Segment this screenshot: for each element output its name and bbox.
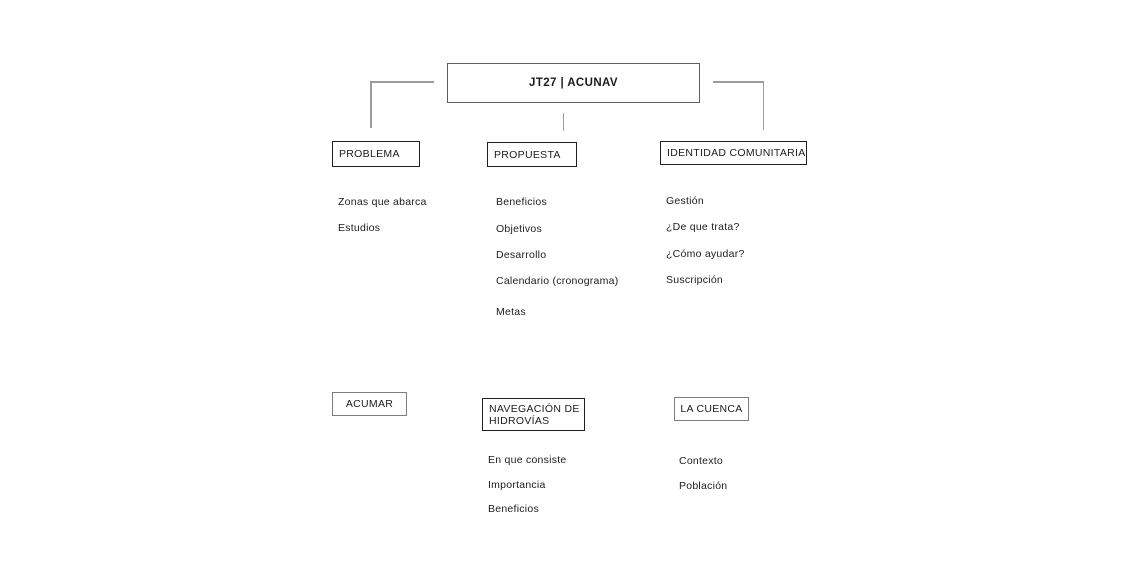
leaf-node[interactable]: Beneficios	[496, 196, 547, 208]
leaf-node[interactable]: Población	[679, 480, 728, 492]
leaf-node[interactable]: Zonas que abarca	[338, 196, 427, 208]
connector-right-vertical	[762, 81, 764, 130]
leaf-node[interactable]: Gestión	[666, 195, 704, 207]
branch-label: ACUMAR	[345, 398, 394, 410]
connector-left-vertical	[370, 81, 372, 128]
leaf-node[interactable]: En que consiste	[488, 454, 567, 466]
leaf-node[interactable]: Suscripción	[666, 274, 724, 286]
connector-left-horizontal	[370, 81, 434, 83]
branch-label: NAVEGACIÓN DE HIDROVÍAS	[489, 402, 580, 427]
root-node[interactable]: JT27 | ACUNAV	[447, 63, 700, 103]
leaf-node[interactable]: Metas	[496, 306, 526, 318]
branch-label: PROPUESTA	[494, 148, 561, 161]
branch-label: IDENTIDAD COMUNITARIA	[667, 147, 806, 159]
leaf-node[interactable]: Importancia	[488, 479, 546, 491]
leaf-node[interactable]: ¿De que trata?	[666, 221, 740, 233]
leaf-node[interactable]: ¿Cómo ayudar?	[666, 248, 745, 260]
leaf-node[interactable]: Contexto	[679, 455, 724, 467]
branch-node-identidad-comunitaria[interactable]: IDENTIDAD COMUNITARIA	[660, 141, 807, 165]
leaf-node[interactable]: Calendario (cronograma)	[496, 275, 619, 287]
branch-node-acumar[interactable]: ACUMAR	[332, 392, 407, 416]
branch-label: LA CUENCA	[680, 403, 743, 415]
leaf-node[interactable]: Objetivos	[496, 223, 543, 235]
leaf-node[interactable]: Desarrollo	[496, 249, 547, 261]
leaf-node[interactable]: Beneficios	[488, 503, 539, 515]
branch-node-problema[interactable]: PROBLEMA	[332, 141, 420, 167]
root-node-label: JT27 | ACUNAV	[529, 77, 618, 89]
connector-middle-vertical	[562, 113, 564, 131]
leaf-node[interactable]: Estudios	[338, 222, 381, 234]
branch-node-navegacion-de-hidrovias[interactable]: NAVEGACIÓN DE HIDROVÍAS	[482, 398, 585, 431]
branch-label: PROBLEMA	[339, 148, 400, 160]
connector-right-horizontal	[713, 81, 764, 83]
branch-node-propuesta[interactable]: PROPUESTA	[487, 142, 577, 167]
branch-node-la-cuenca[interactable]: LA CUENCA	[674, 397, 749, 421]
